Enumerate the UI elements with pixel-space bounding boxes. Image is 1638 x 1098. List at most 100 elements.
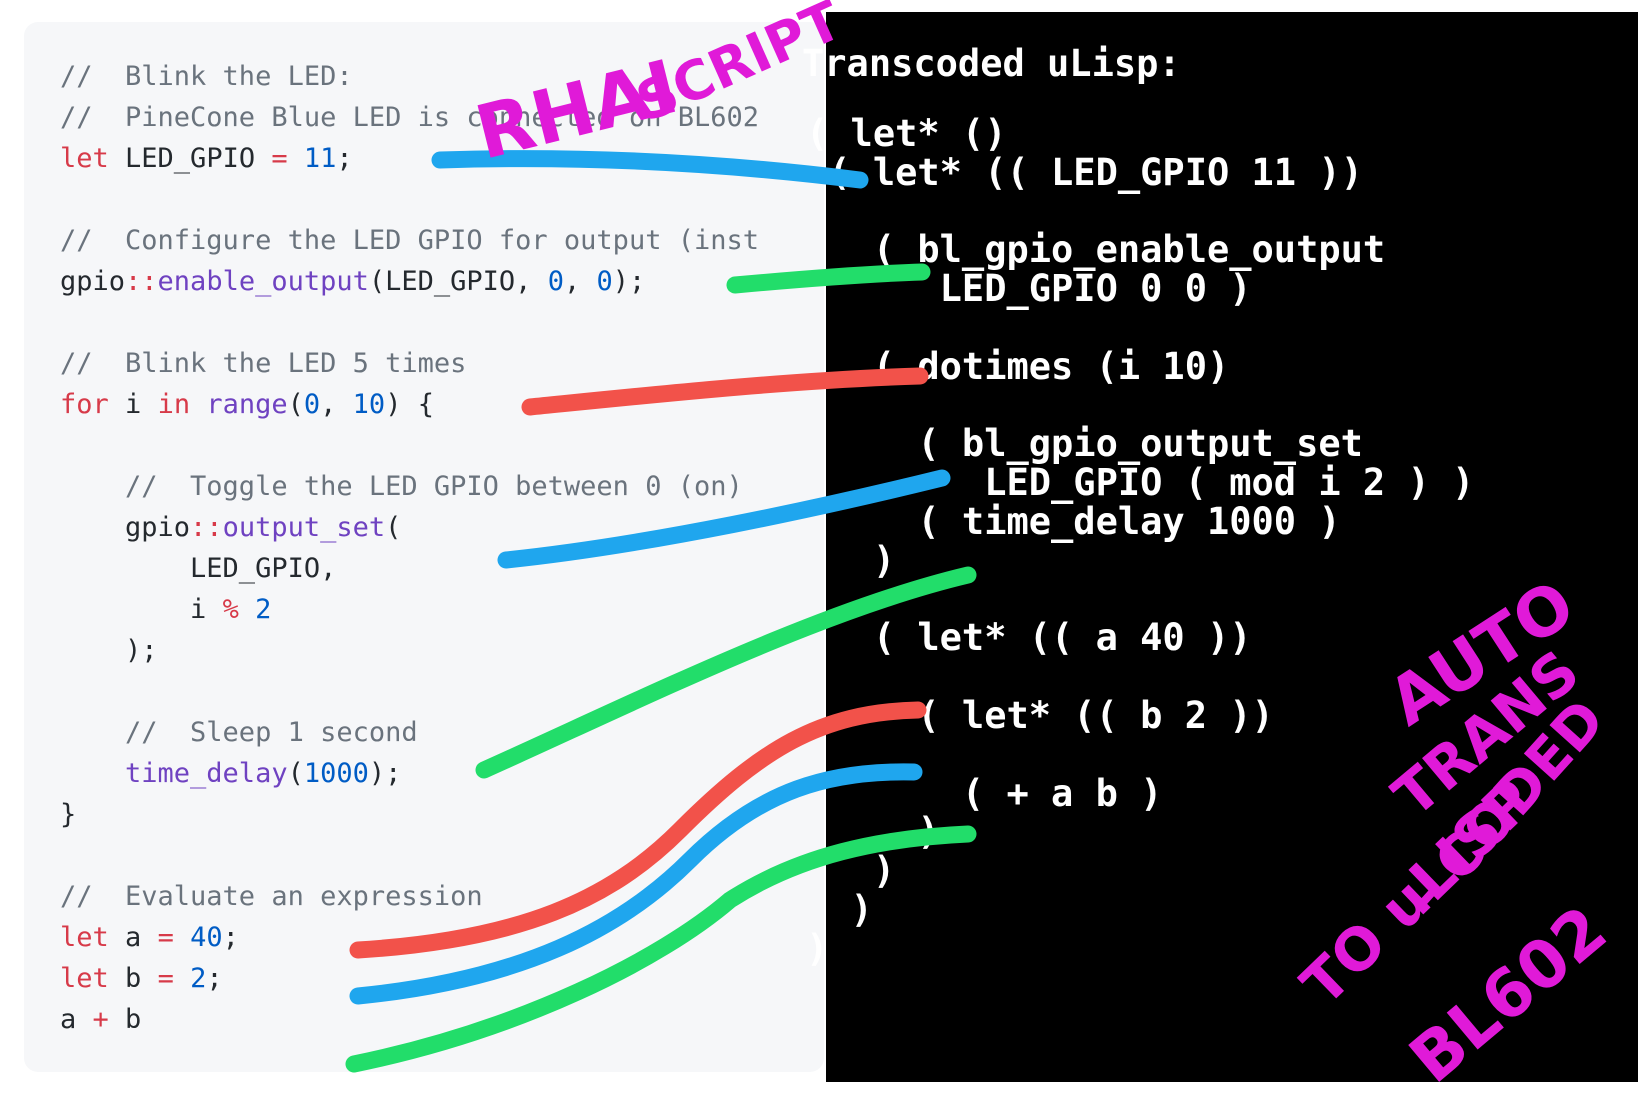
code-token-plain: gpio <box>60 266 126 297</box>
ulisp-line: ( let* (( a 40 )) <box>806 616 1252 659</box>
ulisp-line: ) <box>806 927 829 970</box>
code-token-plain: gpio <box>60 512 191 543</box>
code-token-plain: i <box>108 389 158 420</box>
code-token-plain: ( <box>287 389 304 420</box>
code-token-plain <box>239 594 255 625</box>
code-token-num: 0 <box>596 266 613 297</box>
code-token-num: 2 <box>190 963 207 994</box>
code-token-fn: range <box>206 389 288 420</box>
code-token-op: :: <box>190 512 223 543</box>
ulisp-line: ) <box>806 810 940 853</box>
code-line: LED_GPIO, <box>60 552 336 586</box>
code-token-plain <box>288 143 304 174</box>
code-token-plain: (LED_GPIO, <box>368 266 548 297</box>
code-token-comment: // Sleep 1 second <box>60 717 418 748</box>
code-token-plain: } <box>60 799 77 830</box>
ulisp-line: LED_GPIO 0 0 ) <box>806 267 1252 310</box>
code-line: // Blink the LED: <box>60 60 353 94</box>
ulisp-line: ( time_delay 1000 ) <box>806 500 1341 543</box>
code-token-kw: in <box>157 389 191 420</box>
code-token-num: 10 <box>352 389 386 420</box>
ulisp-title: Transcoded uLisp: <box>802 42 1181 85</box>
ulisp-line: ( let* (( b 2 )) <box>806 694 1274 737</box>
code-token-kw: for <box>60 389 109 420</box>
code-token-plain <box>174 963 190 994</box>
code-line: // PineCone Blue LED is connected on BL6… <box>60 101 759 135</box>
code-line: ); <box>60 634 158 668</box>
code-token-plain: i <box>60 594 223 625</box>
code-token-fn: output_set <box>222 512 386 543</box>
ulisp-console-panel: Transcoded uLisp: ( let* () ( let* (( LE… <box>802 12 1638 1082</box>
code-token-op: = <box>157 963 174 994</box>
code-token-num: 0 <box>547 266 564 297</box>
code-token-comment: // Toggle the LED GPIO between 0 (on) <box>60 471 743 502</box>
code-line: let b = 2; <box>60 962 223 996</box>
code-token-op: % <box>222 594 239 625</box>
code-token-comment: // PineCone Blue LED is connected on BL6… <box>60 102 759 133</box>
code-token-plain: ( <box>385 512 402 543</box>
ulisp-line: ) <box>806 849 896 892</box>
code-line: time_delay(1000); <box>60 757 401 791</box>
ulisp-line: ( let* (( LED_GPIO 11 )) <box>806 151 1363 194</box>
code-token-plain: b <box>108 1004 142 1035</box>
code-line: let LED_GPIO = 11; <box>60 142 353 176</box>
rhai-script-panel: // Blink the LED: // PineCone Blue LED is… <box>24 22 824 1072</box>
code-token-kw: let <box>60 143 109 174</box>
ulisp-line: ) <box>806 888 873 931</box>
code-token-plain: ) { <box>385 389 434 420</box>
code-line: let a = 40; <box>60 921 239 955</box>
code-token-comment: // Blink the LED: <box>60 61 353 92</box>
code-token-plain: ; <box>336 143 353 174</box>
code-token-op: + <box>92 1004 109 1035</box>
code-token-plain: LED_GPIO <box>108 143 272 174</box>
code-token-plain: ; <box>206 963 223 994</box>
code-token-plain <box>190 389 206 420</box>
code-token-plain: a <box>60 1004 93 1035</box>
code-line: // Toggle the LED GPIO between 0 (on) <box>60 470 743 504</box>
code-token-plain: ( <box>287 758 304 789</box>
code-token-kw: let <box>60 922 109 953</box>
code-line: // Blink the LED 5 times <box>60 347 466 381</box>
ulisp-line: LED_GPIO ( mod i 2 ) ) <box>806 461 1475 504</box>
code-line: // Sleep 1 second <box>60 716 418 750</box>
ulisp-line: ( + a b ) <box>806 772 1163 815</box>
code-line: // Configure the LED GPIO for output (in… <box>60 224 759 258</box>
code-token-plain: ); <box>368 758 402 789</box>
code-token-plain: ; <box>222 922 239 953</box>
ulisp-line: ( let* () <box>806 112 1007 155</box>
code-token-fn: enable_output <box>157 266 369 297</box>
code-line: gpio::enable_output(LED_GPIO, 0, 0); <box>60 265 645 299</box>
code-token-num: 11 <box>303 143 337 174</box>
code-token-plain: , <box>563 266 597 297</box>
ulisp-line: ( bl_gpio_output_set <box>806 422 1363 465</box>
code-token-comment: // Configure the LED GPIO for output (in… <box>60 225 759 256</box>
code-token-kw: let <box>60 963 109 994</box>
code-token-comment: // Blink the LED 5 times <box>60 348 467 379</box>
code-token-fn: time_delay <box>60 758 288 789</box>
code-token-plain: , <box>320 389 353 420</box>
code-token-num: 2 <box>255 594 272 625</box>
code-token-op: :: <box>125 266 158 297</box>
code-line: // Evaluate an expression <box>60 880 483 914</box>
code-token-plain: a <box>108 922 158 953</box>
code-token-plain: ); <box>60 635 158 666</box>
code-token-num: 1000 <box>303 758 369 789</box>
code-token-num: 0 <box>303 389 321 420</box>
ulisp-line: ) <box>806 539 896 582</box>
code-line: } <box>60 798 76 832</box>
code-token-plain <box>174 922 190 953</box>
ulisp-line: ( dotimes (i 10) <box>806 345 1230 388</box>
code-line: for i in range(0, 10) { <box>60 388 434 422</box>
code-token-num: 40 <box>190 922 223 953</box>
code-line: a + b <box>60 1003 141 1037</box>
code-token-plain: LED_GPIO, <box>60 553 337 584</box>
code-token-plain: ); <box>612 266 646 297</box>
code-token-op: = <box>271 143 288 174</box>
code-token-plain: b <box>108 963 158 994</box>
code-line: i % 2 <box>60 593 271 627</box>
code-token-comment: // Evaluate an expression <box>60 881 483 912</box>
code-token-op: = <box>157 922 174 953</box>
ulisp-line: ( bl_gpio_enable_output <box>806 228 1386 271</box>
code-line: gpio::output_set( <box>60 511 401 545</box>
